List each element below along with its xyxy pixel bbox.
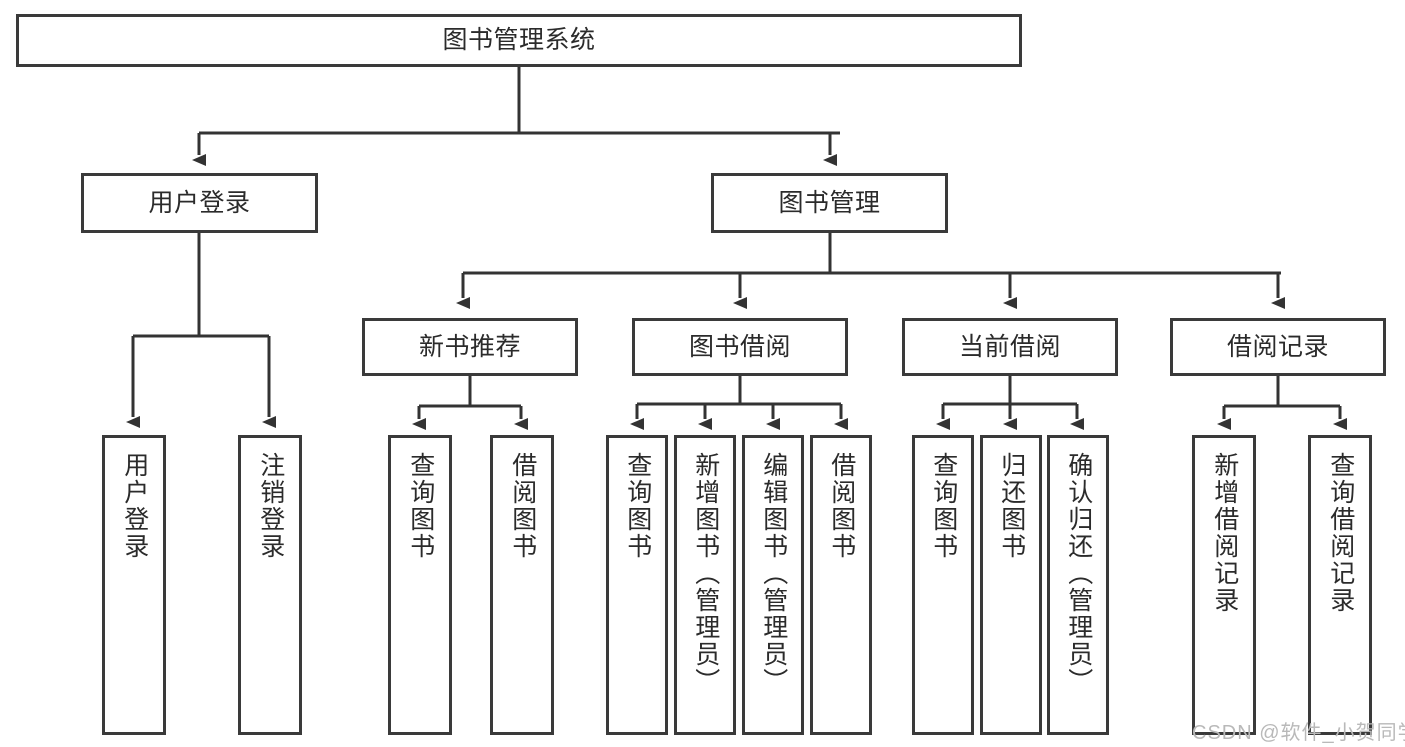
node-leaf-edit-book-admin[interactable]: 编辑图书（管理员）: [742, 435, 804, 735]
node-leaf-logout[interactable]: 注销登录: [238, 435, 302, 735]
node-leaf-borrow-books[interactable]: 借阅图书: [810, 435, 872, 735]
node-root-book-management-system[interactable]: 图书管理系统: [16, 14, 1022, 67]
node-label: 查询借阅记录: [1326, 452, 1355, 614]
node-leaf-borrow-books-newbook[interactable]: 借阅图书: [490, 435, 554, 735]
watermark-text: CSDN @软件_小贺同学: [1192, 722, 1405, 744]
node-borrowing-records[interactable]: 借阅记录: [1170, 318, 1386, 376]
node-leaf-return-books[interactable]: 归还图书: [980, 435, 1042, 735]
node-label: 借阅记录: [1226, 332, 1329, 361]
node-label: 图书管理系统: [442, 26, 596, 55]
node-current-borrowing[interactable]: 当前借阅: [902, 318, 1118, 376]
node-label: 新增图书（管理员）: [691, 452, 720, 695]
node-label: 借阅图书: [508, 452, 537, 560]
node-label: 新书推荐: [418, 332, 521, 361]
node-label: 编辑图书（管理员）: [759, 452, 788, 695]
node-label: 图书借阅: [688, 332, 791, 361]
node-new-book-recommendation[interactable]: 新书推荐: [362, 318, 578, 376]
node-leaf-query-books-current[interactable]: 查询图书: [912, 435, 974, 735]
node-label: 查询图书: [406, 452, 435, 560]
node-leaf-add-borrow-record[interactable]: 新增借阅记录: [1192, 435, 1256, 735]
node-leaf-query-books-newbook[interactable]: 查询图书: [388, 435, 452, 735]
node-label: 确认归还（管理员）: [1064, 452, 1093, 695]
node-leaf-query-books-borrow[interactable]: 查询图书: [606, 435, 668, 735]
node-label: 用户登录: [148, 188, 251, 217]
node-leaf-add-book-admin[interactable]: 新增图书（管理员）: [674, 435, 736, 735]
node-label: 查询图书: [623, 452, 652, 560]
node-label: 借阅图书: [827, 452, 856, 560]
node-label: 用户登录: [120, 452, 149, 560]
node-leaf-user-login[interactable]: 用户登录: [102, 435, 166, 735]
node-leaf-query-borrow-record[interactable]: 查询借阅记录: [1308, 435, 1372, 735]
node-user-login[interactable]: 用户登录: [81, 173, 318, 233]
node-book-borrowing[interactable]: 图书借阅: [632, 318, 848, 376]
node-label: 归还图书: [997, 452, 1026, 560]
node-label: 当前借阅: [958, 332, 1061, 361]
node-book-management[interactable]: 图书管理: [711, 173, 948, 233]
node-label: 新增借阅记录: [1210, 452, 1239, 614]
node-label: 查询图书: [929, 452, 958, 560]
node-label: 图书管理: [778, 188, 881, 217]
node-leaf-confirm-return-admin[interactable]: 确认归还（管理员）: [1047, 435, 1109, 735]
node-label: 注销登录: [256, 452, 285, 560]
